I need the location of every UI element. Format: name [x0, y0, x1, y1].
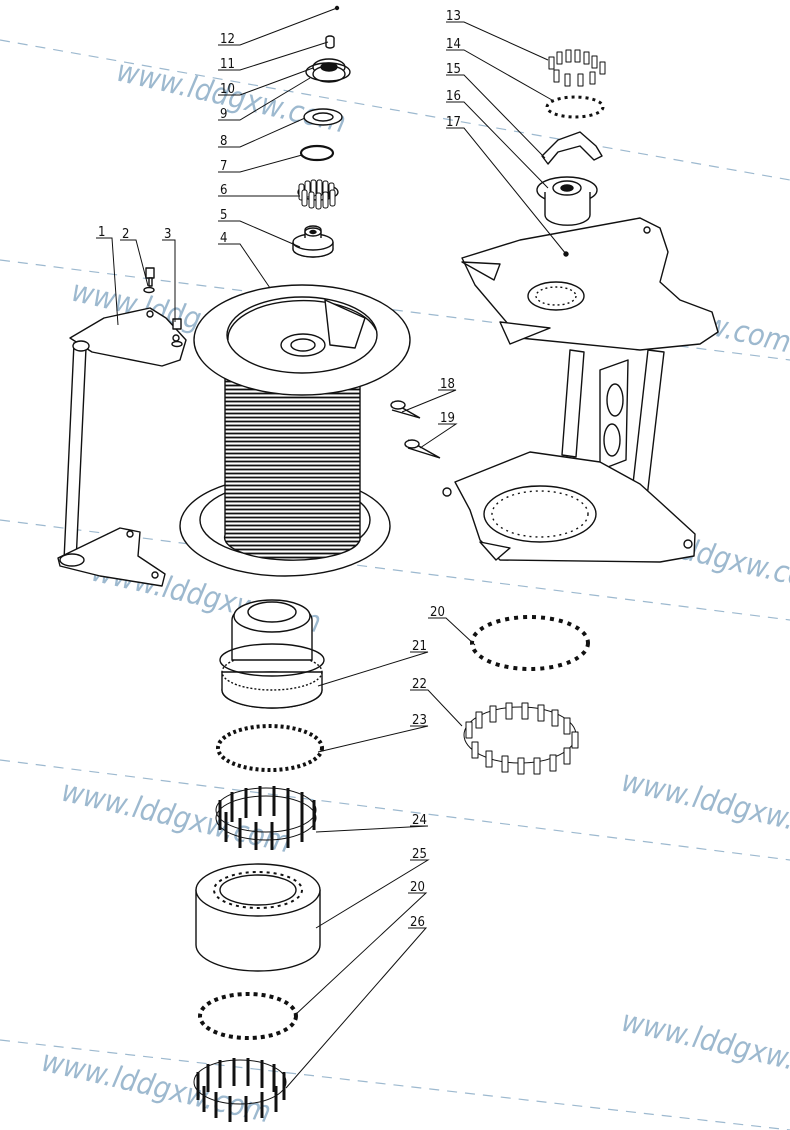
label-part-26: 26 [410, 915, 425, 930]
winch-drum [179, 284, 411, 577]
label-part-4: 4 [220, 231, 227, 246]
label-part-19: 19 [440, 411, 455, 426]
label-part-1: 1 [98, 225, 105, 240]
bolt-ring-22 [463, 702, 579, 775]
top-right-cap-group [536, 49, 606, 226]
label-part-7: 7 [220, 159, 227, 174]
watermark-text-9: www.lddgxw.com [38, 1044, 274, 1130]
label-part-20-lower: 20 [410, 880, 425, 895]
label-part-8: 8 [220, 134, 227, 149]
label-part-3: 3 [164, 227, 171, 242]
bearing-housing-25 [195, 863, 321, 972]
label-part-18: 18 [440, 377, 455, 392]
label-part-10: 10 [220, 82, 235, 97]
label-part-12: 12 [220, 32, 235, 47]
label-part-25: 25 [412, 847, 427, 862]
washer-ring-20 [470, 615, 590, 671]
label-part-13: 13 [446, 9, 461, 24]
watermark-text-8: www.lddgxw.com [618, 1004, 790, 1091]
bolt-ring-24 [215, 786, 317, 850]
washer-ring-20-lower [198, 992, 298, 1040]
bolt-and-washer [143, 267, 183, 348]
side-support-frame [57, 307, 187, 587]
bolt-ring-26 [193, 1058, 287, 1122]
clip-pins [390, 400, 441, 459]
label-part-20: 20 [430, 605, 445, 620]
watermark-text-7: www.lddgxw.com [618, 764, 790, 851]
label-part-11: 11 [220, 57, 235, 72]
drive-motor [219, 599, 325, 709]
part-labels: 12 11 10 9 8 7 6 5 4 1 2 3 13 14 15 16 1… [98, 9, 461, 930]
label-part-9: 9 [220, 107, 227, 122]
label-part-14: 14 [446, 37, 461, 52]
label-part-5: 5 [220, 208, 227, 223]
label-part-15: 15 [446, 62, 461, 77]
washer-ring-23 [216, 724, 324, 772]
leader-lines [96, 7, 567, 1089]
label-part-22: 22 [412, 677, 427, 692]
main-frame [442, 217, 719, 563]
label-part-16: 16 [446, 89, 461, 104]
label-part-17: 17 [446, 115, 461, 130]
label-part-2: 2 [122, 227, 129, 242]
label-part-24: 24 [412, 813, 427, 828]
label-part-23: 23 [412, 713, 427, 728]
label-part-21: 21 [412, 639, 427, 654]
label-part-6: 6 [220, 183, 227, 198]
